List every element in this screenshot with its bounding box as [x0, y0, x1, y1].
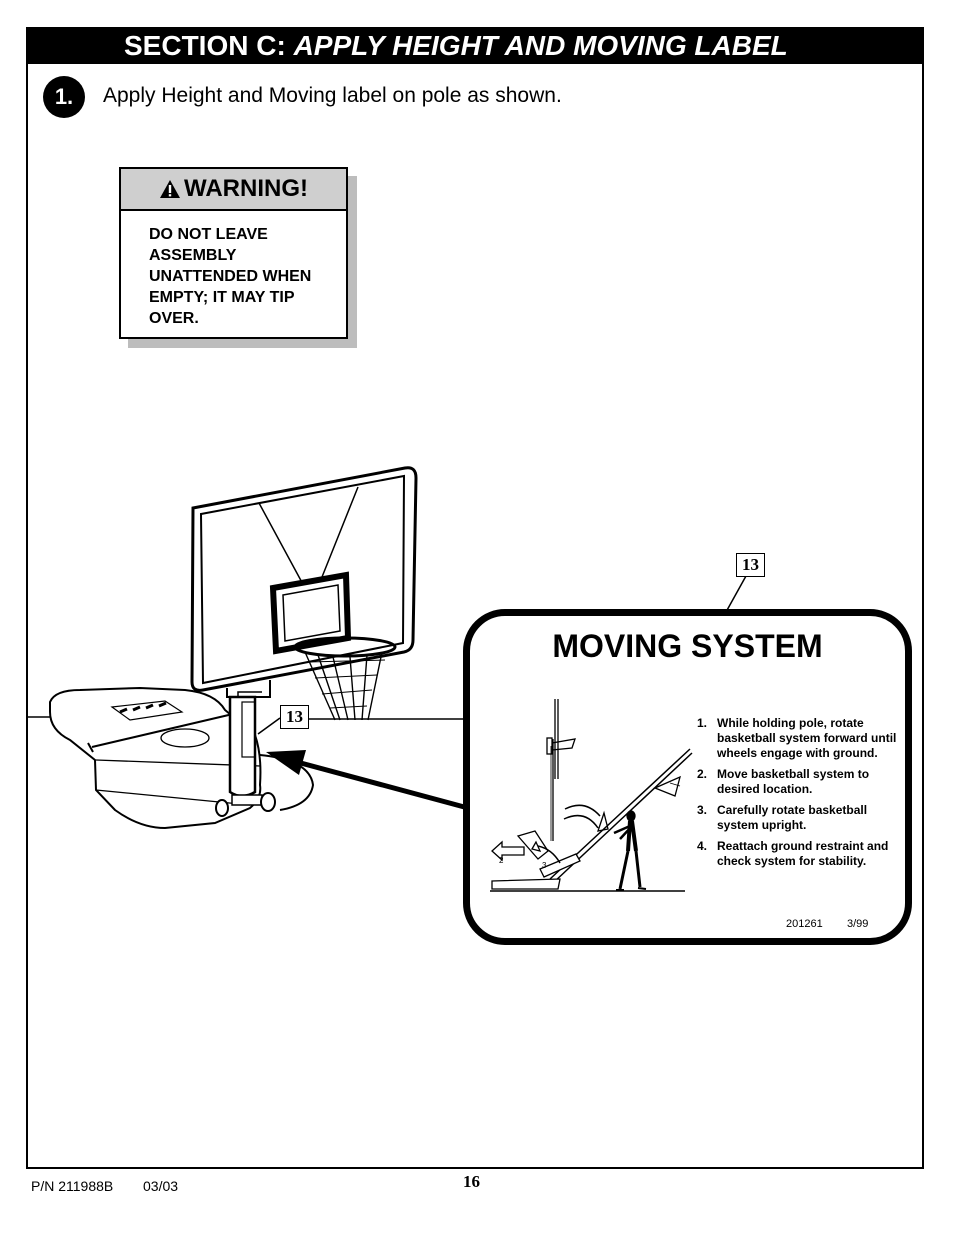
moving-procedure-diagram: 2 3: [490, 699, 693, 892]
moving-step-number: 1.: [697, 716, 708, 730]
moving-system-title: MOVING SYSTEM: [552, 628, 823, 664]
moving-step-text: Carefully rotate basketball system uprig…: [717, 803, 868, 832]
step-instruction: Apply Height and Moving label on pole as…: [103, 84, 562, 107]
moving-step: 3. Carefully rotate basketball system upr…: [697, 803, 907, 833]
moving-step-number: 2.: [697, 767, 708, 781]
section-title: SECTION C: APPLY HEIGHT AND MOVING LABEL: [124, 30, 788, 62]
step-number-badge: 1.: [43, 76, 85, 118]
label-callout: 13: [736, 553, 765, 577]
moving-step: 2. Move basketball system to desired loca…: [697, 767, 907, 797]
warning-title: WARNING!: [184, 175, 308, 202]
label-date: 3/99: [847, 918, 869, 930]
moving-step-text: Move basketball system to desired locati…: [717, 767, 870, 796]
label-part-code: 201261: [786, 918, 823, 930]
moving-step: 1. While holding pole, rotate basketball …: [697, 716, 907, 761]
moving-steps-list: 1. While holding pole, rotate basketball …: [697, 716, 907, 875]
diagram-mark-3: 3: [542, 861, 547, 870]
diagram-mark-2: 2: [499, 856, 504, 865]
moving-step-text: While holding pole, rotate basketball sy…: [717, 716, 897, 760]
section-prefix: SECTION C:: [124, 30, 286, 61]
section-header: SECTION C: APPLY HEIGHT AND MOVING LABEL: [26, 27, 924, 64]
moving-step: 4. Reattach ground restraint and check sy…: [697, 839, 907, 869]
part-number: P/N 211988B: [31, 1178, 114, 1194]
warning-box: WARNING! DO NOT LEAVE ASSEMBLY UNATTENDE…: [119, 167, 348, 339]
moving-step-number: 4.: [697, 839, 708, 853]
warning-header: WARNING!: [121, 169, 346, 211]
page-number: 16: [463, 1172, 480, 1191]
pole-label-callout: 13: [280, 705, 309, 729]
warning-triangle-icon: [160, 180, 180, 198]
moving-step-text: Reattach ground restraint and check syst…: [717, 839, 889, 868]
document-date: 03/03: [143, 1178, 179, 1194]
warning-body: DO NOT LEAVE ASSEMBLY UNATTENDED WHEN EM…: [149, 226, 312, 327]
moving-step-number: 3.: [697, 803, 708, 817]
section-title-text: APPLY HEIGHT AND MOVING LABEL: [293, 30, 788, 61]
moving-system-label: MOVING SYSTEM: [463, 609, 912, 945]
